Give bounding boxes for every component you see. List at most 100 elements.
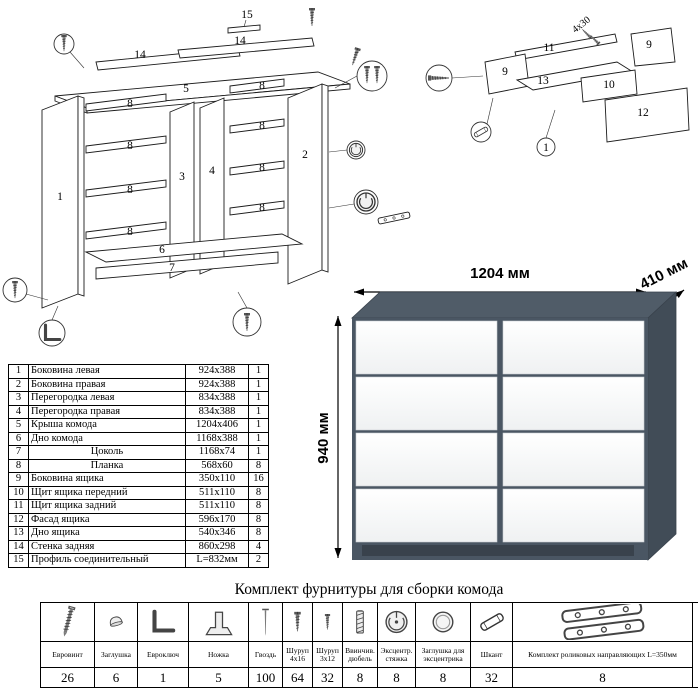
- part-qty: 8: [248, 485, 269, 500]
- part-qty: 2: [248, 553, 269, 568]
- hardware-name: Ввинчив. дюбель: [343, 642, 377, 668]
- hardware-kit-title: Комплект фурнитуры для сборки комода: [234, 581, 504, 598]
- part-size: 511x110: [185, 485, 249, 500]
- part-number: 6: [8, 431, 29, 446]
- part-qty: 8: [248, 499, 269, 514]
- hardware-qty: 64: [291, 669, 304, 685]
- hardware-col-hexkey: Евроключ 1: [138, 603, 189, 687]
- part-label: 9: [502, 66, 508, 78]
- part-qty: 8: [248, 526, 269, 541]
- plinth-7: [95, 251, 279, 280]
- drawer-front: [355, 320, 498, 375]
- hardware-col-nail: Гвоздь 100: [249, 603, 283, 687]
- part-qty: 8: [248, 458, 269, 473]
- hardware-col-euroscrew: Евровинт 26: [41, 603, 95, 687]
- part-label: 5: [183, 83, 189, 95]
- part-size: 511x110: [185, 499, 249, 514]
- hardware-name: Шуруп 4х16: [283, 642, 312, 668]
- callout-number: 1: [543, 142, 549, 154]
- drawer-fronts: [355, 320, 645, 543]
- hardware-name: Заглушка для эксцентрика: [416, 642, 470, 668]
- hardware-col-threaded-dowel: Ввинчив. дюбель 8: [343, 603, 378, 687]
- drawer-front: [355, 432, 498, 487]
- part-size: 924x388: [185, 377, 249, 392]
- part-label: 8: [127, 226, 133, 238]
- part-qty: 16: [248, 472, 269, 487]
- part-label: 1: [57, 191, 63, 203]
- side-panel-left-1: [41, 95, 85, 309]
- rails-8-left: [85, 93, 167, 240]
- drawer-slide-icon: [560, 604, 645, 640]
- hardware-col-cap: Заглушка 6: [95, 603, 138, 687]
- drawer-front: [502, 432, 645, 487]
- part-number: 12: [8, 512, 29, 527]
- part-qty: 1: [248, 377, 269, 392]
- hardware-qty: 26: [61, 669, 74, 685]
- part-name: Цоколь: [28, 445, 186, 460]
- part-number: 8: [8, 458, 29, 473]
- part-name: Щит ящика передний: [28, 485, 186, 500]
- part-size: 834x388: [185, 404, 249, 419]
- side-panel-right-2: [287, 83, 329, 285]
- hardware-name: Евроключ: [138, 642, 188, 668]
- part-number: 10: [8, 485, 29, 500]
- screw-4x16-icon: [293, 611, 302, 632]
- part-size: 1204x406: [185, 418, 249, 433]
- part-label: 8: [127, 140, 133, 152]
- hardware-col-screw-3x12: Шуруп 3х12 32: [313, 603, 343, 687]
- drawer-front: [502, 488, 645, 543]
- part-qty: 1: [248, 391, 269, 406]
- part-qty: 1: [248, 418, 269, 433]
- chest-right-side: [647, 291, 677, 561]
- chest-plinth: [362, 545, 634, 556]
- part-label: 12: [637, 107, 649, 119]
- drawer-front: [502, 320, 645, 375]
- hardware-name: Евровинт: [41, 642, 94, 668]
- cam-lock-icon: [385, 610, 408, 634]
- hardware-qty: 32: [485, 669, 498, 685]
- hardware-col-wood-dowel: Шкант 32: [471, 603, 513, 687]
- back-panels-14: [95, 37, 315, 71]
- part-number: 5: [8, 418, 29, 433]
- fastener-callouts: [2, 7, 411, 347]
- drawer-front: [355, 488, 498, 543]
- screw-size-note: 4x30: [570, 15, 593, 36]
- part-label: 2: [302, 149, 308, 161]
- part-size: 568x60: [185, 458, 249, 473]
- hardware-col-leg: Ножка 5: [189, 603, 249, 687]
- part-number: 4: [8, 404, 29, 419]
- hardware-qty: 8: [599, 669, 606, 685]
- part-size: L=832мм: [185, 553, 249, 568]
- part-qty: 1: [248, 364, 269, 379]
- product-render: 1204 мм 410 мм 940 мм: [318, 255, 691, 561]
- part-label: 3: [179, 171, 185, 183]
- hardware-qty: 32: [321, 669, 334, 685]
- part-name: Фасад ящика: [28, 512, 186, 527]
- bottom-panel-6: [84, 233, 304, 263]
- chest-top: [350, 291, 678, 319]
- part-label: 4: [209, 165, 215, 177]
- part-name: Дно комода: [28, 431, 186, 446]
- hardware-qty: 100: [255, 669, 276, 685]
- hardware-qty: 5: [215, 669, 222, 685]
- hardware-name: Ножка: [189, 642, 248, 668]
- hardware-qty: 8: [439, 669, 447, 685]
- hardware-qty: 6: [112, 669, 120, 685]
- part-number: 15: [8, 553, 29, 568]
- drawer-back-panel-11: [514, 33, 618, 61]
- drawer-side-right-9: [630, 27, 676, 67]
- dimension-width: 1204 мм: [354, 265, 646, 296]
- part-size: 1168x388: [185, 431, 249, 446]
- dimension-height-label: 940 мм: [318, 412, 332, 463]
- part-label: 8: [259, 120, 265, 132]
